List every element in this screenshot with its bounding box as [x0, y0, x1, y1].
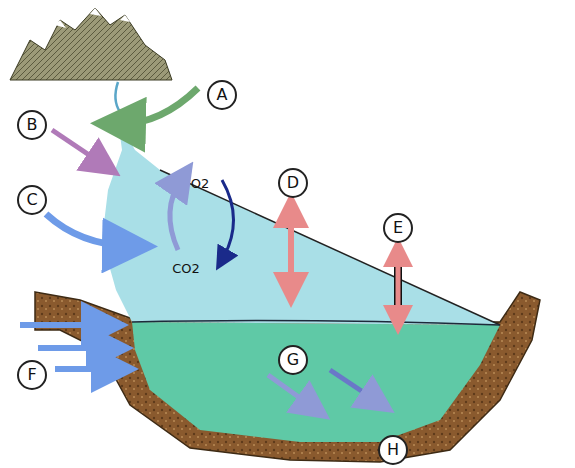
callout-circle: G	[278, 345, 308, 375]
callout-letter: E	[393, 220, 403, 236]
gas-label: O2	[191, 177, 210, 190]
callout-letter: F	[27, 367, 36, 383]
callout-letter: A	[217, 87, 228, 103]
callout-circle: F	[17, 360, 47, 390]
callout-circle: E	[383, 213, 413, 243]
callout-letter: D	[287, 175, 299, 191]
callout-letter: C	[26, 192, 37, 208]
gas-label: CO2	[172, 262, 200, 275]
callout-circle: D	[278, 168, 308, 198]
callout-circle: B	[17, 110, 47, 140]
callout-circle: C	[17, 185, 47, 215]
callout-circle: H	[378, 435, 408, 465]
callout-letter: B	[27, 117, 38, 133]
callout-circle: A	[207, 80, 237, 110]
callout-letter: G	[287, 352, 299, 368]
callout-letter: H	[387, 442, 399, 458]
